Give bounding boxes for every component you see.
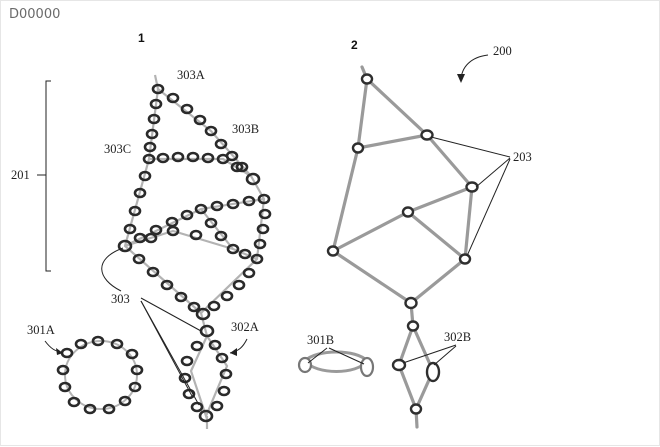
leader-301B-b [328, 347, 365, 365]
figure-1-annotations: 1 201 303A 303B 303C 303 301A 302A [11, 31, 259, 406]
leader-203-a [430, 136, 511, 158]
leader-303-upper [101, 247, 124, 292]
arrowhead-200 [457, 74, 465, 83]
leader-303-a [140, 297, 202, 332]
leader-303-c [140, 300, 193, 397]
label-302B: 302B [444, 330, 471, 344]
label-302A: 302A [231, 320, 259, 334]
leader-203-b [475, 157, 511, 188]
leader-301B-a [307, 347, 328, 364]
arrowhead-302A [230, 348, 237, 356]
document-id: D00000 [9, 7, 61, 22]
label-303B: 303B [232, 122, 259, 136]
wire-loop-301B [297, 350, 375, 378]
wire-nodes [326, 73, 479, 415]
wire-edges [331, 65, 474, 429]
label-303: 303 [111, 292, 130, 306]
arrowhead-301A [56, 348, 63, 355]
label-301A: 301A [27, 323, 55, 337]
label-200: 200 [493, 44, 512, 58]
bead-cluster-upper [142, 83, 261, 186]
figure-1-number: 1 [138, 31, 145, 45]
label-201: 201 [11, 168, 30, 182]
figure-1-bead-mesh [56, 74, 272, 429]
label-303A: 303A [177, 68, 205, 82]
leader-302A [229, 338, 248, 354]
bead-loop-302A [178, 339, 233, 423]
leader-302B-b [433, 345, 457, 366]
leader-203-c [466, 158, 511, 257]
bead-loop-301A [56, 335, 144, 415]
figure-2-annotations: 2 200 203 301B 302B [307, 38, 532, 366]
label-203: 203 [513, 150, 532, 164]
mesh-bracket [45, 80, 51, 272]
figure-2-number: 2 [351, 38, 358, 52]
figure-2-node-mesh [297, 65, 479, 429]
bead-cluster-middle [117, 170, 272, 265]
leader-200 [460, 54, 489, 82]
leader-302B-a [402, 344, 457, 364]
label-303C: 303C [104, 142, 131, 156]
label-301B: 301B [307, 333, 334, 347]
